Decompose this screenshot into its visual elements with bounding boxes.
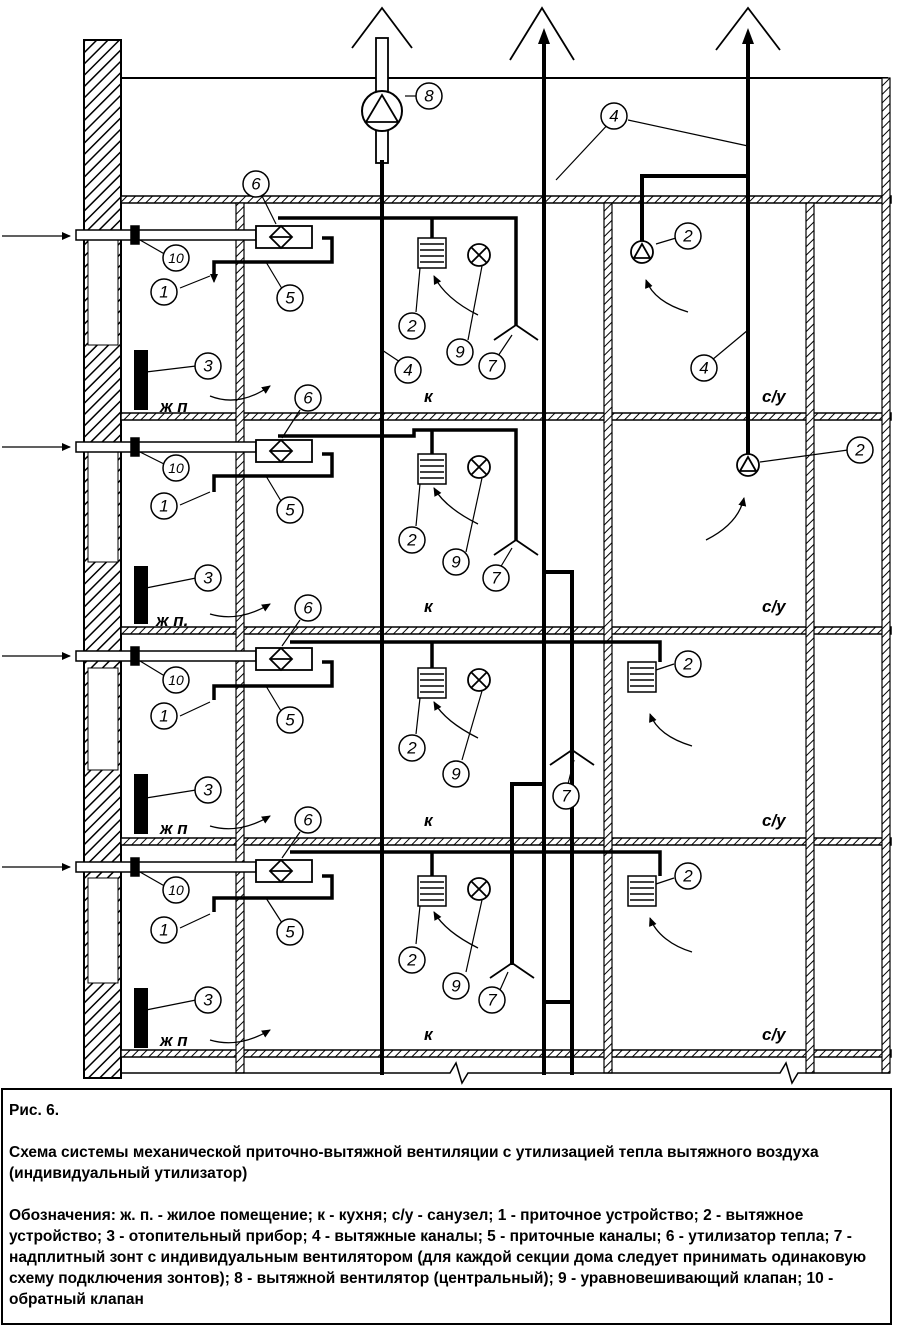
callout-9: 9 (451, 977, 461, 996)
bath-exhaust-fans (630, 240, 760, 477)
kitchen-exhaust-duct (510, 40, 574, 1075)
callout-2: 2 (682, 227, 693, 246)
room-label-kitchen: к (424, 597, 434, 616)
callout-9: 9 (451, 553, 461, 572)
callout-10: 10 (168, 672, 184, 688)
callout-2: 2 (406, 317, 417, 336)
leader-lines (139, 95, 849, 1011)
callout-2: 2 (682, 655, 693, 674)
callout-2: 2 (854, 441, 865, 460)
callout-7: 7 (487, 991, 497, 1010)
roof-hoods (351, 6, 781, 61)
callout-5: 5 (285, 501, 295, 520)
callout-circles (150, 82, 874, 1014)
exhaust-fan (361, 90, 403, 132)
radiators (134, 350, 148, 1048)
balancing-valves (467, 243, 491, 901)
break-line (121, 1061, 890, 1085)
room-label-living: ж п. (155, 611, 188, 630)
caption-box: Рис. 6. Схема системы механической прито… (1, 1088, 892, 1325)
outside-air-arrows (2, 232, 71, 871)
room-label-living: ж п (159, 819, 188, 838)
callout-5: 5 (285, 711, 295, 730)
floor-slabs (120, 77, 892, 1058)
room-label-kitchen: к (424, 1025, 434, 1044)
callout-3: 3 (203, 569, 213, 588)
exhaust-grilles (417, 237, 657, 907)
callout-2: 2 (682, 867, 693, 886)
callout-9: 9 (451, 765, 461, 784)
grille-slats (420, 243, 654, 901)
callout-4: 4 (699, 359, 708, 378)
room-label-living: ж п (159, 1031, 188, 1050)
callout-3: 3 (203, 781, 213, 800)
callout-6: 6 (303, 389, 313, 408)
callout-6: 6 (303, 599, 313, 618)
figure-number: Рис. 6. (9, 1102, 60, 1119)
bath-exhaust-duct (640, 40, 750, 455)
figure-title: Схема системы механической приточно-вытя… (9, 1144, 819, 1182)
central-exhaust-duct (375, 37, 389, 1075)
room-labels: ж п к с/у ж п. к с/у ж п к с/у ж п к с/у (155, 387, 787, 1050)
callout-5: 5 (285, 289, 295, 308)
callout-1: 1 (159, 497, 168, 516)
room-label-bathroom: с/у (762, 1025, 787, 1044)
supply-pipes (75, 225, 257, 877)
exterior-wall (83, 39, 122, 1079)
room-label-kitchen: к (424, 811, 434, 830)
ventilation-diagram: 8 4 4 4 2 2 3 3 3 3 10 10 10 10 1 1 1 1 … (2, 6, 892, 1085)
callout-2: 2 (406, 531, 417, 550)
callout-9: 9 (455, 343, 465, 362)
callout-2: 2 (406, 951, 417, 970)
floor-1-ducts (212, 216, 518, 325)
room-label-kitchen: к (424, 387, 434, 406)
callout-1: 1 (159, 707, 168, 726)
callout-3: 3 (203, 991, 213, 1010)
floor-2-ducts (212, 428, 518, 540)
callout-3: 3 (203, 357, 213, 376)
callout-1: 1 (159, 921, 168, 940)
room-label-bathroom: с/у (762, 387, 787, 406)
callout-2: 2 (406, 739, 417, 758)
callout-numbers: 8 4 4 4 2 2 3 3 3 3 10 10 10 10 1 1 1 1 … (159, 87, 865, 1010)
room-label-bathroom: с/у (762, 597, 787, 616)
room-label-bathroom: с/у (762, 811, 787, 830)
callout-10: 10 (168, 882, 184, 898)
callout-10: 10 (168, 250, 184, 266)
heat-recovery-units (255, 224, 313, 884)
callout-7: 7 (491, 569, 501, 588)
floor-3-ducts (212, 640, 662, 750)
callout-7: 7 (487, 357, 497, 376)
arrow-up (742, 28, 754, 44)
airflow-arrows (209, 274, 747, 1044)
callout-6: 6 (303, 811, 313, 830)
callout-10: 10 (168, 460, 184, 476)
callout-6: 6 (251, 175, 261, 194)
floor-4-ducts (212, 850, 662, 912)
callout-4: 4 (403, 361, 412, 380)
callout-5: 5 (285, 923, 295, 942)
partitions (235, 77, 891, 1074)
cooker-hoods (489, 323, 595, 979)
arrow-up (538, 28, 550, 44)
callout-8: 8 (424, 87, 434, 106)
callout-1: 1 (159, 283, 168, 302)
callout-4: 4 (609, 107, 618, 126)
room-label-living: ж п (159, 397, 188, 416)
figure-legend: Обозначения: ж. п. - жилое помещение; к … (9, 1207, 867, 1308)
callout-7: 7 (561, 787, 571, 806)
